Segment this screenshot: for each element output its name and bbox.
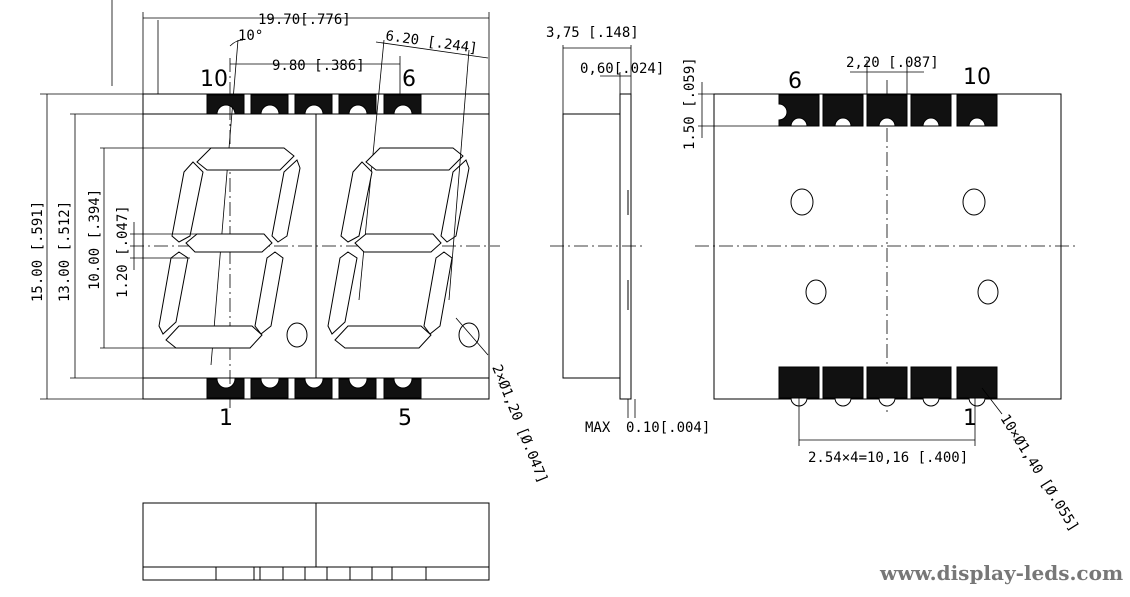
pad [383, 378, 422, 399]
pad [383, 94, 422, 115]
dim-thickness: 3,75 [.148] [546, 25, 639, 41]
dim-width-total: 19.70[.776] [258, 12, 351, 28]
front-slant-axis [210, 39, 239, 366]
front-view: 10 6 1 5 19.70[.776] 10° 9.80 [.386] 6.2… [30, 0, 550, 486]
dim-digit-height: 10.00 [.394] [87, 189, 103, 290]
segment-a [196, 147, 295, 171]
pad [294, 94, 333, 115]
segment-b [271, 159, 301, 243]
dim-digit-pitch: 9.80 [.386] [272, 58, 365, 74]
pin-label: 1 [963, 406, 977, 431]
segment-a [365, 147, 464, 171]
pad [956, 366, 998, 399]
segment-e [158, 251, 189, 335]
dim-lead-thickness: 0,60[.024] [580, 61, 664, 77]
pad [956, 94, 998, 127]
back-body-outline [713, 93, 1062, 400]
pad [910, 366, 952, 399]
pad [294, 378, 333, 399]
dim-height-total: 15.00 [.591] [30, 201, 46, 302]
segment-c [254, 251, 284, 335]
digit-1 [158, 147, 308, 349]
decimal-point-1 [286, 322, 308, 348]
pad [338, 378, 377, 399]
pad [866, 366, 908, 399]
side-lead-outline [619, 93, 632, 400]
segment-b [440, 159, 470, 243]
segment-d [165, 325, 263, 349]
pad [338, 94, 377, 115]
front-top-pads [206, 94, 422, 115]
dim-pad-height: 1.50 [.059] [682, 57, 698, 150]
decimal-point-2 [458, 322, 480, 348]
front-body-outline [142, 93, 490, 400]
dim-pin-holes: 10×Ø1,40 [Ø.055] [997, 412, 1082, 535]
dim-max-label: MAX [585, 420, 611, 436]
pad [250, 378, 289, 399]
pad [910, 94, 952, 127]
segment-f [340, 161, 373, 243]
pin-label: 6 [402, 67, 416, 92]
pad [778, 366, 820, 399]
pad [206, 378, 245, 399]
pad [866, 94, 908, 127]
back-mount-hole [977, 279, 999, 305]
segment-f [171, 161, 204, 243]
back-pad-holes [790, 117, 986, 407]
bottom-view [142, 502, 490, 581]
front-bottom-pads [206, 378, 422, 399]
side-view: 3,75 [.148] 0,60[.024] MAX 0.10[.004] [546, 25, 710, 436]
digit-2 [327, 147, 480, 349]
pad [822, 366, 864, 399]
back-view: 6 10 1 2,20 [.087] 1.50 [.059] 2.54×4=10… [682, 55, 1082, 534]
dim-segment-width: 1.20 [.047] [115, 205, 131, 298]
dim-dp-holes: 2×Ø1,20 [Ø.047] [488, 363, 550, 486]
back-top-pads [778, 94, 998, 127]
segment-d [334, 325, 432, 349]
watermark: www.display-leds.com [879, 561, 1123, 585]
pin-label: 10 [200, 67, 228, 92]
pin-label: 1 [219, 406, 233, 431]
dim-pad-pitch: 2,20 [.087] [846, 55, 939, 71]
pin-label: 6 [788, 69, 802, 94]
back-mount-hole [805, 279, 827, 305]
dim-angle: 10° [238, 28, 263, 44]
pin-label: 10 [963, 65, 991, 90]
pin-label: 5 [398, 406, 412, 431]
dim-slant-width: 6.20 [.244] [384, 28, 478, 57]
pad [250, 94, 289, 115]
dim-pin-span: 2.54×4=10,16 [.400] [808, 450, 968, 466]
dim-body-height: 13.00 [.512] [57, 201, 73, 302]
front-slant-axis-2 [358, 39, 385, 301]
back-mount-hole [962, 188, 986, 216]
segment-g [354, 233, 442, 253]
back-bottom-pads [778, 366, 998, 399]
segment-e [327, 251, 358, 335]
segment-g [185, 233, 273, 253]
pad [206, 94, 245, 115]
pad [822, 94, 864, 127]
back-mount-hole [790, 188, 814, 216]
segment-c [423, 251, 453, 335]
dim-max-value: 0.10[.004] [626, 420, 710, 436]
